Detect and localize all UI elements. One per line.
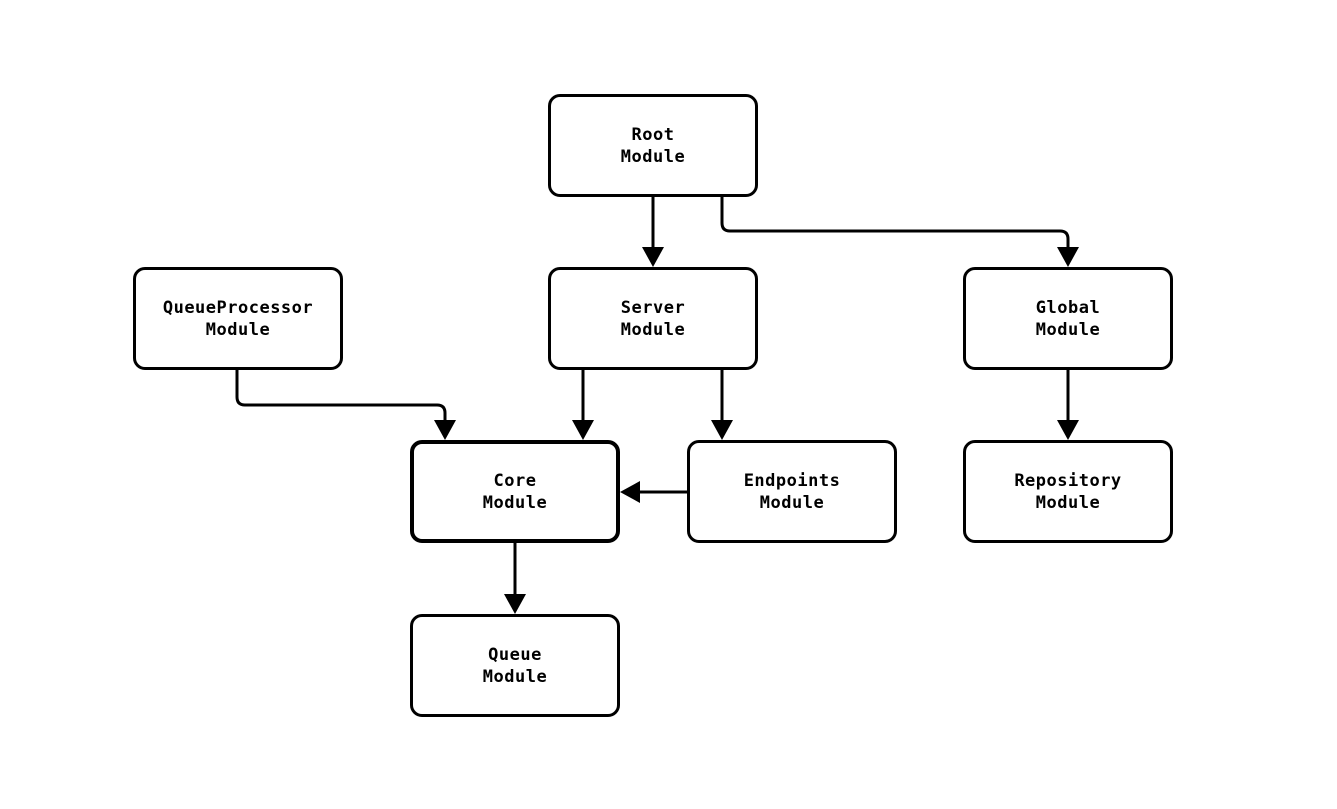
node-label-line1: Queue xyxy=(488,644,542,665)
edge-queueprocessor-to-core xyxy=(235,370,447,420)
arrowhead-endpoints-to-core xyxy=(620,481,640,503)
node-label-line1: Core xyxy=(493,470,537,491)
node-label-line2: Module xyxy=(1035,492,1101,513)
arrowhead-global-to-repository xyxy=(1057,420,1079,440)
edge-root-to-global xyxy=(720,197,1070,247)
arrowhead-core-to-queue xyxy=(504,594,526,614)
arrowhead-queueprocessor-to-core xyxy=(434,420,456,440)
node-label-line1: Root xyxy=(631,124,675,145)
node-label-line1: Endpoints xyxy=(743,470,841,491)
node-label-line2: Module xyxy=(482,666,548,687)
node-label-line2: Module xyxy=(620,319,686,340)
arrowhead-server-to-endpoints xyxy=(711,420,733,440)
node-label-line2: Module xyxy=(205,319,271,340)
node-label-line1: Global xyxy=(1035,297,1101,318)
node-label-line2: Module xyxy=(482,492,548,513)
edge-paths xyxy=(235,197,1079,614)
node-label-line1: Server xyxy=(620,297,686,318)
node-label-line2: Module xyxy=(759,492,825,513)
node-label-line1: Repository xyxy=(1014,470,1122,491)
node-label-line2: Module xyxy=(1035,319,1101,340)
arrowhead-server-to-core xyxy=(572,420,594,440)
node-label-line1: QueueProcessor xyxy=(162,297,314,318)
arrowhead-root-to-global xyxy=(1057,247,1079,267)
node-label-line2: Module xyxy=(620,146,686,167)
arrowhead-root-to-server xyxy=(642,247,664,267)
